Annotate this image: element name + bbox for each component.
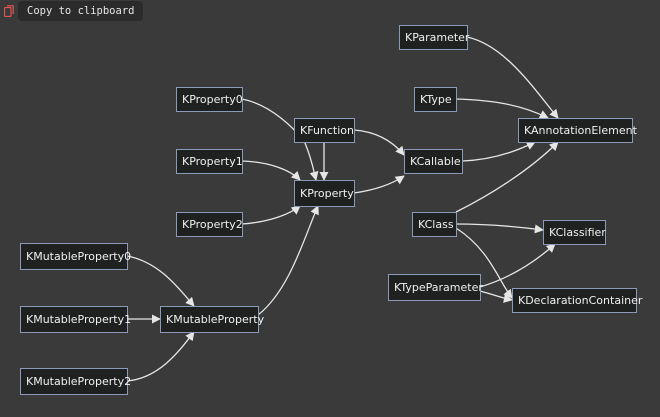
node-box bbox=[160, 306, 259, 333]
node-kproperty2: KProperty2 bbox=[176, 212, 243, 237]
node-label: KMutableProperty2 bbox=[26, 375, 131, 388]
node-box bbox=[176, 87, 243, 112]
edge-kcallable-to-kannotationelement bbox=[461, 141, 536, 162]
edge-kclass-to-kdeclarationcontainer bbox=[455, 227, 513, 299]
edge-kmutableproperty-to-kproperty bbox=[257, 205, 319, 316]
node-kmutableproperty2: KMutableProperty2 bbox=[20, 368, 131, 395]
node-label: KMutableProperty1 bbox=[26, 313, 131, 326]
node-box bbox=[399, 25, 468, 50]
node-kfunction: KFunction bbox=[294, 118, 355, 143]
edge-kmutableproperty2-to-kmutableproperty bbox=[126, 331, 195, 382]
copy-to-clipboard-button[interactable]: Copy to clipboard bbox=[18, 1, 144, 21]
edge-ktypeparameter-to-kdeclarationcontainer bbox=[479, 290, 513, 303]
node-label: KProperty1 bbox=[182, 155, 243, 168]
node-box bbox=[20, 368, 128, 395]
node-box bbox=[512, 288, 637, 313]
nodes-layer: KParameterKTypeKAnnotationElementKProper… bbox=[20, 25, 643, 395]
node-kmutableproperty: KMutableProperty bbox=[160, 306, 265, 333]
edge-kproperty2-to-kproperty bbox=[241, 205, 301, 225]
node-label: KCallable bbox=[410, 155, 461, 168]
node-label: KFunction bbox=[300, 124, 354, 137]
edge-kproperty1-to-kproperty bbox=[241, 160, 301, 181]
edge-kmutableproperty0-to-kmutableproperty bbox=[126, 255, 195, 307]
node-ktype: KType bbox=[414, 87, 457, 112]
copy-icon[interactable] bbox=[4, 5, 14, 17]
node-kdeclarationcontainer: KDeclarationContainer bbox=[512, 288, 643, 313]
node-box bbox=[20, 243, 128, 270]
node-label: KParameter bbox=[405, 31, 470, 44]
node-kmutableproperty0: KMutableProperty0 bbox=[20, 243, 131, 270]
node-box bbox=[518, 118, 633, 143]
node-kmutableproperty1: KMutableProperty1 bbox=[20, 306, 131, 333]
node-kproperty1: KProperty1 bbox=[176, 149, 243, 174]
node-label: KClass bbox=[418, 218, 454, 231]
node-kproperty0: KProperty0 bbox=[176, 87, 243, 112]
node-box bbox=[20, 306, 128, 333]
node-ktypeparameter: KTypeParameter bbox=[388, 274, 483, 301]
node-label: KProperty2 bbox=[182, 218, 243, 231]
edge-ktypeparameter-to-kclassifier bbox=[479, 243, 556, 288]
node-kclass: KClass bbox=[412, 212, 457, 237]
edge-kparameter-to-kannotationelement bbox=[466, 36, 559, 119]
edge-kclass-to-kannotationelement bbox=[455, 141, 559, 213]
node-box bbox=[404, 149, 463, 174]
node-label: KProperty0 bbox=[182, 93, 243, 106]
node-label: KMutableProperty0 bbox=[26, 250, 131, 263]
edge-kproperty-to-kcallable bbox=[353, 175, 405, 194]
node-label: KMutableProperty bbox=[166, 313, 265, 326]
node-box bbox=[176, 212, 243, 237]
edges-layer bbox=[126, 36, 559, 382]
node-box bbox=[176, 149, 243, 174]
edge-kclass-to-kclassifier bbox=[455, 223, 544, 234]
node-kparameter: KParameter bbox=[399, 25, 470, 50]
node-label: KType bbox=[420, 93, 452, 106]
node-box bbox=[294, 180, 355, 207]
node-box bbox=[414, 87, 457, 112]
node-label: KProperty bbox=[300, 187, 354, 200]
node-kproperty: KProperty bbox=[294, 180, 355, 207]
edge-ktype-to-kannotationelement bbox=[455, 98, 549, 119]
node-label: KDeclarationContainer bbox=[518, 294, 643, 307]
node-label: KAnnotationElement bbox=[524, 124, 638, 137]
node-label: KClassifier bbox=[549, 226, 606, 239]
node-kannotationelement: KAnnotationElement bbox=[518, 118, 638, 143]
node-box bbox=[294, 118, 355, 143]
node-box bbox=[412, 212, 457, 237]
node-label: KTypeParameter bbox=[394, 281, 483, 294]
node-box bbox=[543, 220, 606, 245]
edge-kfunction-to-kcallable bbox=[353, 129, 405, 156]
node-box bbox=[388, 274, 481, 301]
node-kclassifier: KClassifier bbox=[543, 220, 606, 245]
node-kcallable: KCallable bbox=[404, 149, 463, 174]
